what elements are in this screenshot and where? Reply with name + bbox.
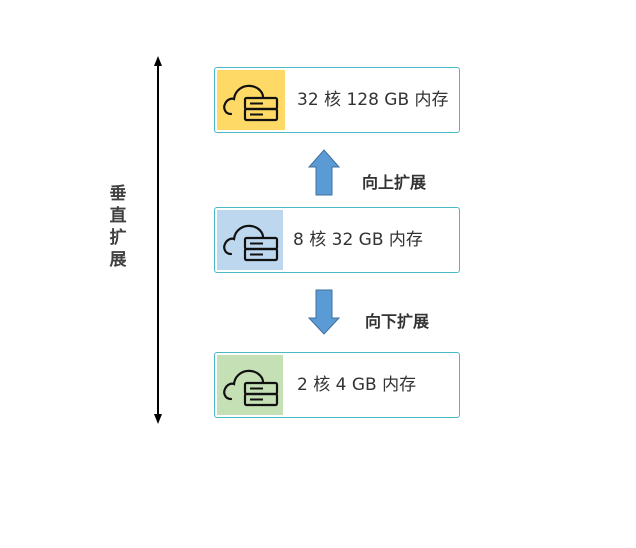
cloud-server-icon: [223, 84, 279, 122]
server-spec-label: 32 核 128 GB 内存: [297, 90, 449, 110]
scale-up-label: 向上扩展: [362, 173, 427, 192]
server-box-small: 2 核 4 GB 内存: [214, 352, 460, 418]
server-box-large: 32 核 128 GB 内存: [214, 67, 460, 133]
cloud-server-icon: [223, 369, 279, 407]
server-spec-label: 8 核 32 GB 内存: [293, 230, 423, 250]
server-tile: [217, 355, 283, 415]
vertical-scaling-label: 垂 直 扩 展: [109, 184, 127, 270]
server-box-medium: 8 核 32 GB 内存: [214, 207, 460, 273]
server-tile: [217, 70, 285, 130]
scale-down-label: 向下扩展: [365, 312, 430, 331]
axis-arrowhead-top: [154, 56, 162, 66]
axis-arrowhead-bottom: [154, 414, 162, 424]
cloud-server-icon: [223, 224, 279, 262]
server-tile: [217, 210, 283, 270]
scale-up-arrow-icon: [307, 149, 341, 196]
server-spec-label: 2 核 4 GB 内存: [297, 375, 417, 395]
scale-down-arrow-icon: [307, 289, 341, 335]
